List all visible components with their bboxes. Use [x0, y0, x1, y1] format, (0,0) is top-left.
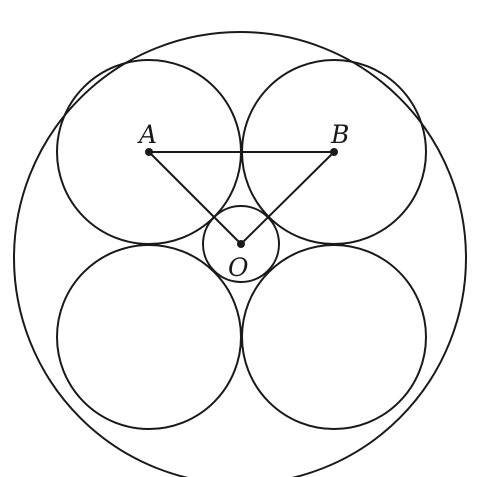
segment-ao	[148, 151, 242, 245]
circle-bottom-left	[56, 244, 242, 430]
label-o: O	[228, 253, 249, 282]
small-center-circle	[202, 205, 280, 283]
point-a	[145, 148, 153, 156]
point-b	[330, 148, 338, 156]
segment-bo	[240, 151, 335, 245]
label-b: B	[330, 120, 349, 149]
outer-circle	[13, 31, 467, 477]
label-a: A	[137, 120, 157, 149]
circle-bottom-right	[241, 244, 427, 430]
point-o	[237, 240, 245, 248]
